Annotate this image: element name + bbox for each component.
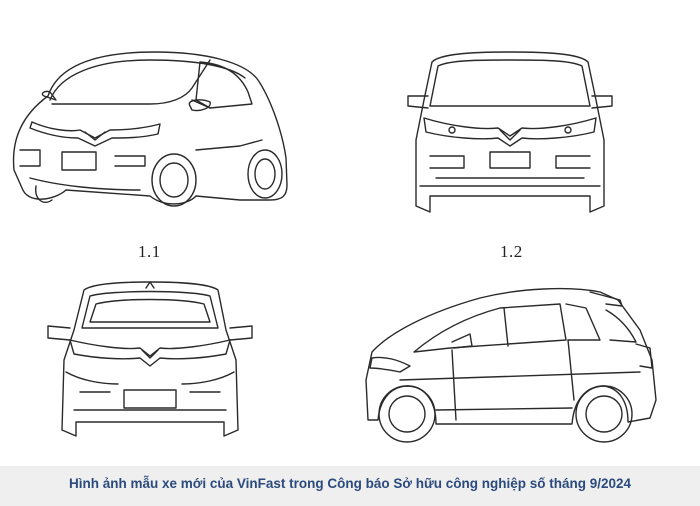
car-side-view-drawing (365, 287, 657, 443)
patent-drawing-sheet: 1.1 1.2 (12, 51, 657, 443)
caption-bar: Hình ảnh mẫu xe mới của VinFast trong Cô… (0, 466, 700, 506)
figure-label-1-1: 1.1 (138, 242, 161, 261)
car-front-three-quarter-drawing (12, 51, 288, 207)
figure-label-1-2: 1.2 (500, 242, 523, 261)
image-caption: Hình ảnh mẫu xe mới của VinFast trong Cô… (68, 476, 632, 491)
car-front-view-drawing (407, 51, 613, 213)
car-rear-view-drawing (47, 281, 253, 437)
